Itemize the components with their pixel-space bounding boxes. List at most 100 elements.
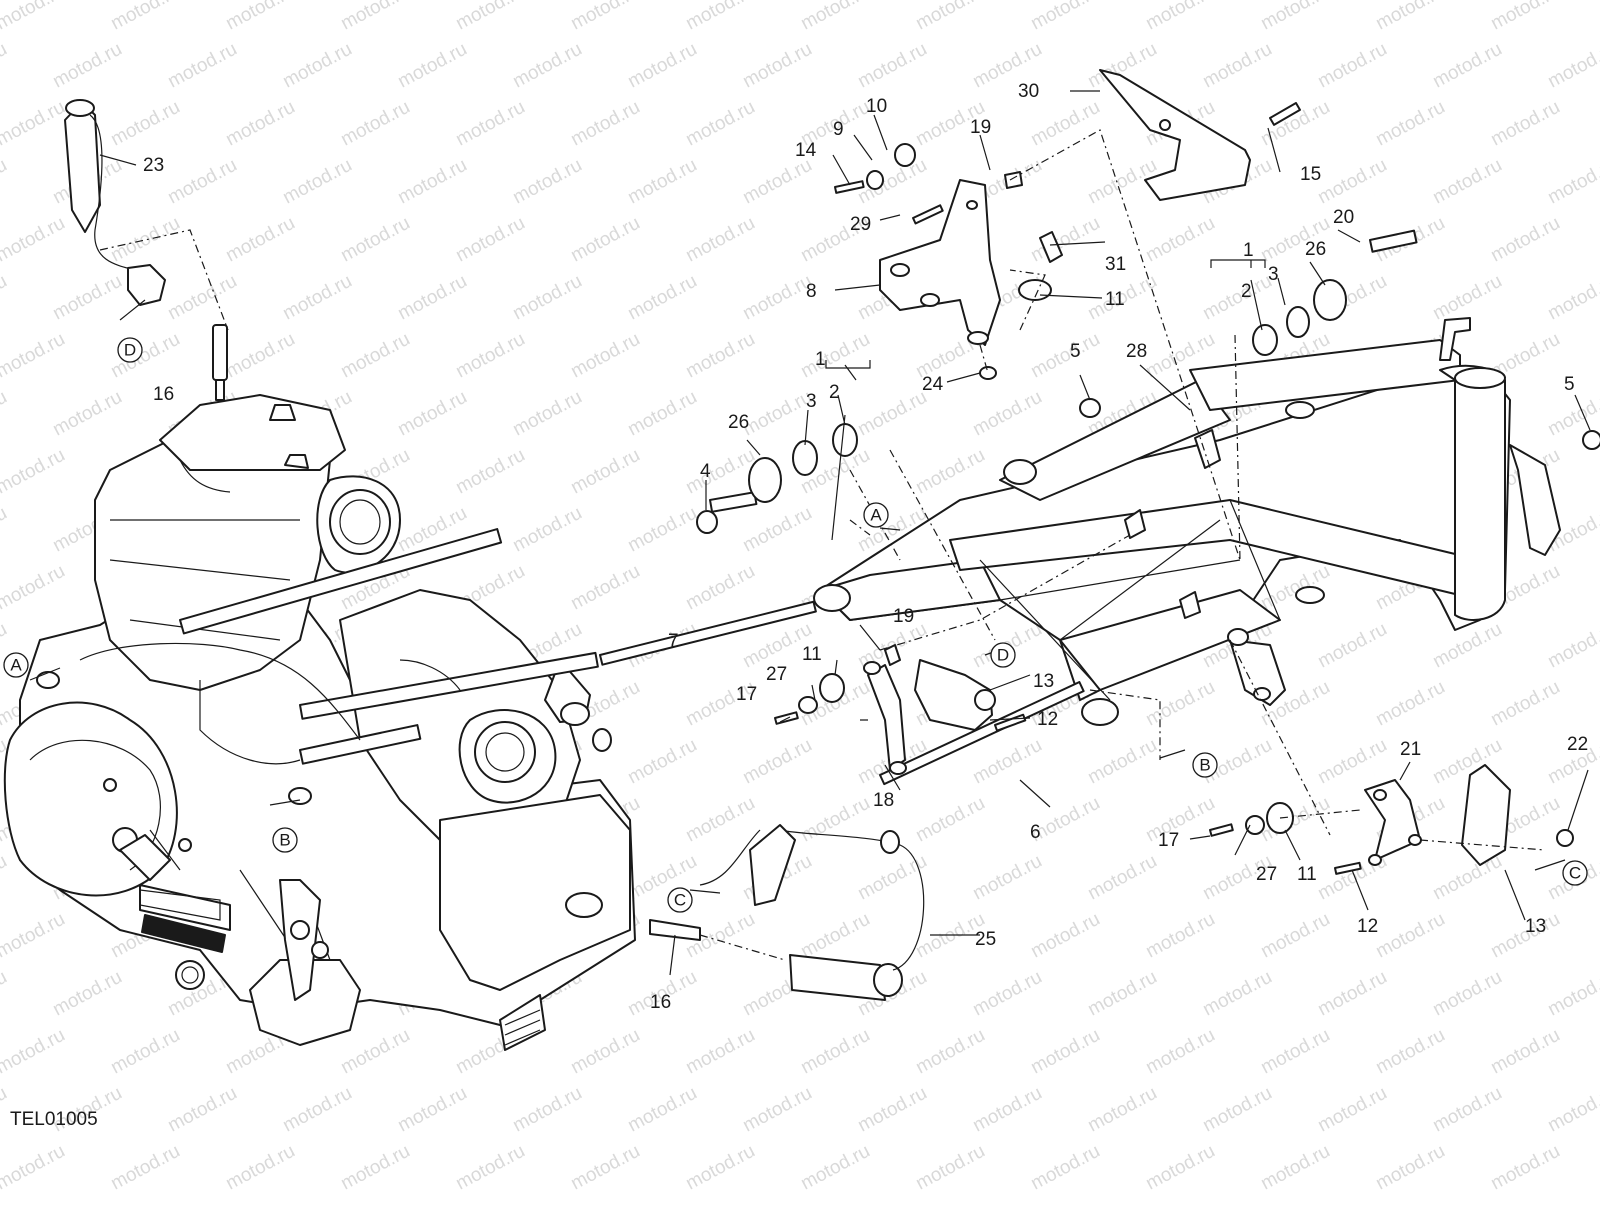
watermark-text: motod.ru [797, 0, 873, 34]
svg-text:C: C [674, 891, 686, 910]
callout-20: 20 [1333, 207, 1354, 228]
callout-23: 23 [143, 155, 164, 176]
watermark-text: motod.ru [624, 735, 700, 789]
watermark-text: motod.ru [1142, 677, 1218, 731]
watermark-text: motod.ru [854, 851, 930, 905]
svg-text:B: B [1199, 756, 1210, 775]
watermark-text: motod.ru [912, 793, 988, 847]
watermark-text: motod.ru [337, 1025, 413, 1079]
watermark-text: motod.ru [1429, 619, 1505, 673]
watermark-text: motod.ru [509, 155, 585, 209]
watermark-text: motod.ru [1257, 1025, 1333, 1079]
watermark-text: motod.ru [0, 39, 11, 93]
watermark-text: motod.ru [0, 1141, 69, 1195]
watermark-text: motod.ru [509, 503, 585, 557]
callout-15: 15 [1300, 164, 1321, 185]
callout-26a: 26 [1305, 239, 1326, 260]
watermark-text: motod.ru [337, 1141, 413, 1195]
watermark-text: motod.ru [49, 271, 125, 325]
svg-text:C: C [1569, 864, 1581, 883]
watermark-text: motod.ru [567, 329, 643, 383]
watermark-text: motod.ru [452, 97, 528, 151]
watermark-text: motod.ru [1372, 1025, 1448, 1079]
watermark-text: motod.ru [0, 851, 11, 905]
callout-31: 31 [1105, 254, 1126, 275]
drawing-code: TEL01005 [10, 1109, 98, 1130]
watermark-text: motod.ru [1027, 909, 1103, 963]
callout-16a: 16 [153, 384, 174, 405]
ref-a-frame: A [863, 502, 889, 528]
watermark-text: motod.ru [1084, 1083, 1160, 1137]
watermark-text: motod.ru [1487, 0, 1563, 34]
watermark-text: motod.ru [1372, 1141, 1448, 1195]
watermark-text: motod.ru [1199, 39, 1275, 93]
svg-text:A: A [10, 656, 22, 675]
watermark-text: motod.ru [1544, 619, 1600, 673]
watermark-text: motod.ru [567, 1141, 643, 1195]
callout-7: 7 [668, 631, 679, 652]
watermark-text: motod.ru [1429, 155, 1505, 209]
watermark-text: motod.ru [452, 0, 528, 34]
callout-5a: 5 [1070, 341, 1081, 362]
watermark-text: motod.ru [1257, 1141, 1333, 1195]
watermark-text: motod.ru [452, 445, 528, 499]
watermark-text: motod.ru [567, 97, 643, 151]
watermark-text: motod.ru [107, 1141, 183, 1195]
watermark-text: motod.ru [509, 387, 585, 441]
callout-28: 28 [1126, 341, 1147, 362]
svg-text:A: A [870, 506, 882, 525]
watermark-text: motod.ru [1142, 1141, 1218, 1195]
watermark-text: motod.ru [1487, 1025, 1563, 1079]
watermark-text: motod.ru [797, 909, 873, 963]
callout-13b: 13 [1525, 916, 1546, 937]
watermark-text: motod.ru [452, 1141, 528, 1195]
watermark-text: motod.ru [912, 1141, 988, 1195]
watermark-text: motod.ru [509, 271, 585, 325]
callout-5b: 5 [1564, 374, 1575, 395]
callout-13a: 13 [1033, 671, 1054, 692]
watermark-text: motod.ru [854, 155, 930, 209]
watermark-text: motod.ru [1544, 1083, 1600, 1137]
callout-12b: 12 [1357, 916, 1378, 937]
watermark-text: motod.ru [1487, 97, 1563, 151]
watermark-text: motod.ru [394, 387, 470, 441]
callout-19a: 19 [970, 117, 991, 138]
watermark-text: motod.ru [1544, 155, 1600, 209]
watermark-text: motod.ru [222, 1141, 298, 1195]
watermark-text: motod.ru [682, 1141, 758, 1195]
watermark-text: motod.ru [1544, 967, 1600, 1021]
callout-21: 21 [1400, 739, 1421, 760]
watermark-text: motod.ru [452, 213, 528, 267]
callout-4: 4 [700, 461, 711, 482]
ref-c-lower: C [667, 887, 693, 913]
callout-1b: 1 [815, 349, 826, 370]
watermark-text: motod.ru [1372, 0, 1448, 34]
watermark-text: motod.ru [739, 503, 815, 557]
watermark-text: motod.ru [1142, 793, 1218, 847]
leader-lines [29, 90, 1591, 976]
watermark-text: motod.ru [107, 213, 183, 267]
callout-12a: 12 [1037, 709, 1058, 730]
watermark-text: motod.ru [0, 909, 69, 963]
watermark-text: motod.ru [1487, 213, 1563, 267]
watermark-text: motod.ru [912, 445, 988, 499]
watermark-text: motod.ru [1027, 0, 1103, 34]
watermark-text: motod.ru [1027, 1025, 1103, 1079]
connector-refs: D A B A D B C C [3, 337, 1588, 913]
callout-19b: 19 [893, 606, 914, 627]
watermark-text: motod.ru [739, 387, 815, 441]
ref-c-right: C [1562, 860, 1588, 886]
watermark-text: motod.ru [279, 1083, 355, 1137]
callout-2b: 2 [829, 382, 840, 403]
watermark-text: motod.ru [682, 445, 758, 499]
watermark-text: motod.ru [0, 329, 69, 383]
watermark-text: motod.ru [394, 1083, 470, 1137]
watermark-text: motod.ru [0, 213, 69, 267]
watermark-text: motod.ru [1142, 909, 1218, 963]
ref-a-engine: A [3, 652, 29, 678]
watermark-text: motod.ru [1199, 967, 1275, 1021]
watermark-text: motod.ru [0, 271, 11, 325]
watermark-text: motod.ru [969, 387, 1045, 441]
watermark-text: motod.ru [337, 0, 413, 34]
